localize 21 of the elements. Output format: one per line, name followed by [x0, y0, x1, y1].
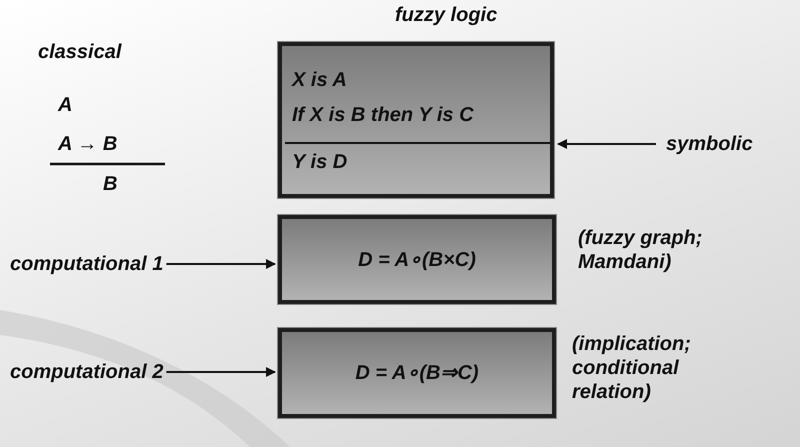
row-label: computational 2 — [10, 360, 164, 384]
note-text: (fuzzy graph; Mamdani) — [578, 226, 704, 274]
row-label: computational 1 — [10, 252, 164, 276]
formula-text: X is A — [292, 68, 347, 92]
formula-box — [278, 328, 556, 418]
arrow — [166, 367, 276, 377]
formula-text: B — [103, 172, 118, 196]
formula-box — [278, 42, 554, 198]
formula-box — [278, 215, 556, 304]
formula-text: A → B — [58, 132, 118, 156]
heading-text: classical — [38, 40, 122, 64]
note-text: (implication; conditional relation) — [572, 332, 692, 404]
arrow — [557, 139, 656, 149]
formula-text: D = A∘(B⇒C) — [354, 361, 480, 385]
arrow — [166, 259, 276, 269]
heading-text: fuzzy logic — [395, 3, 498, 27]
formula-text: D = A∘(B×C) — [357, 248, 477, 272]
row-label: symbolic — [666, 132, 753, 156]
conclusion-text: Y is D — [292, 150, 348, 174]
formula-text: If X is B then Y is C — [292, 103, 474, 127]
formula-text: A — [58, 93, 72, 117]
